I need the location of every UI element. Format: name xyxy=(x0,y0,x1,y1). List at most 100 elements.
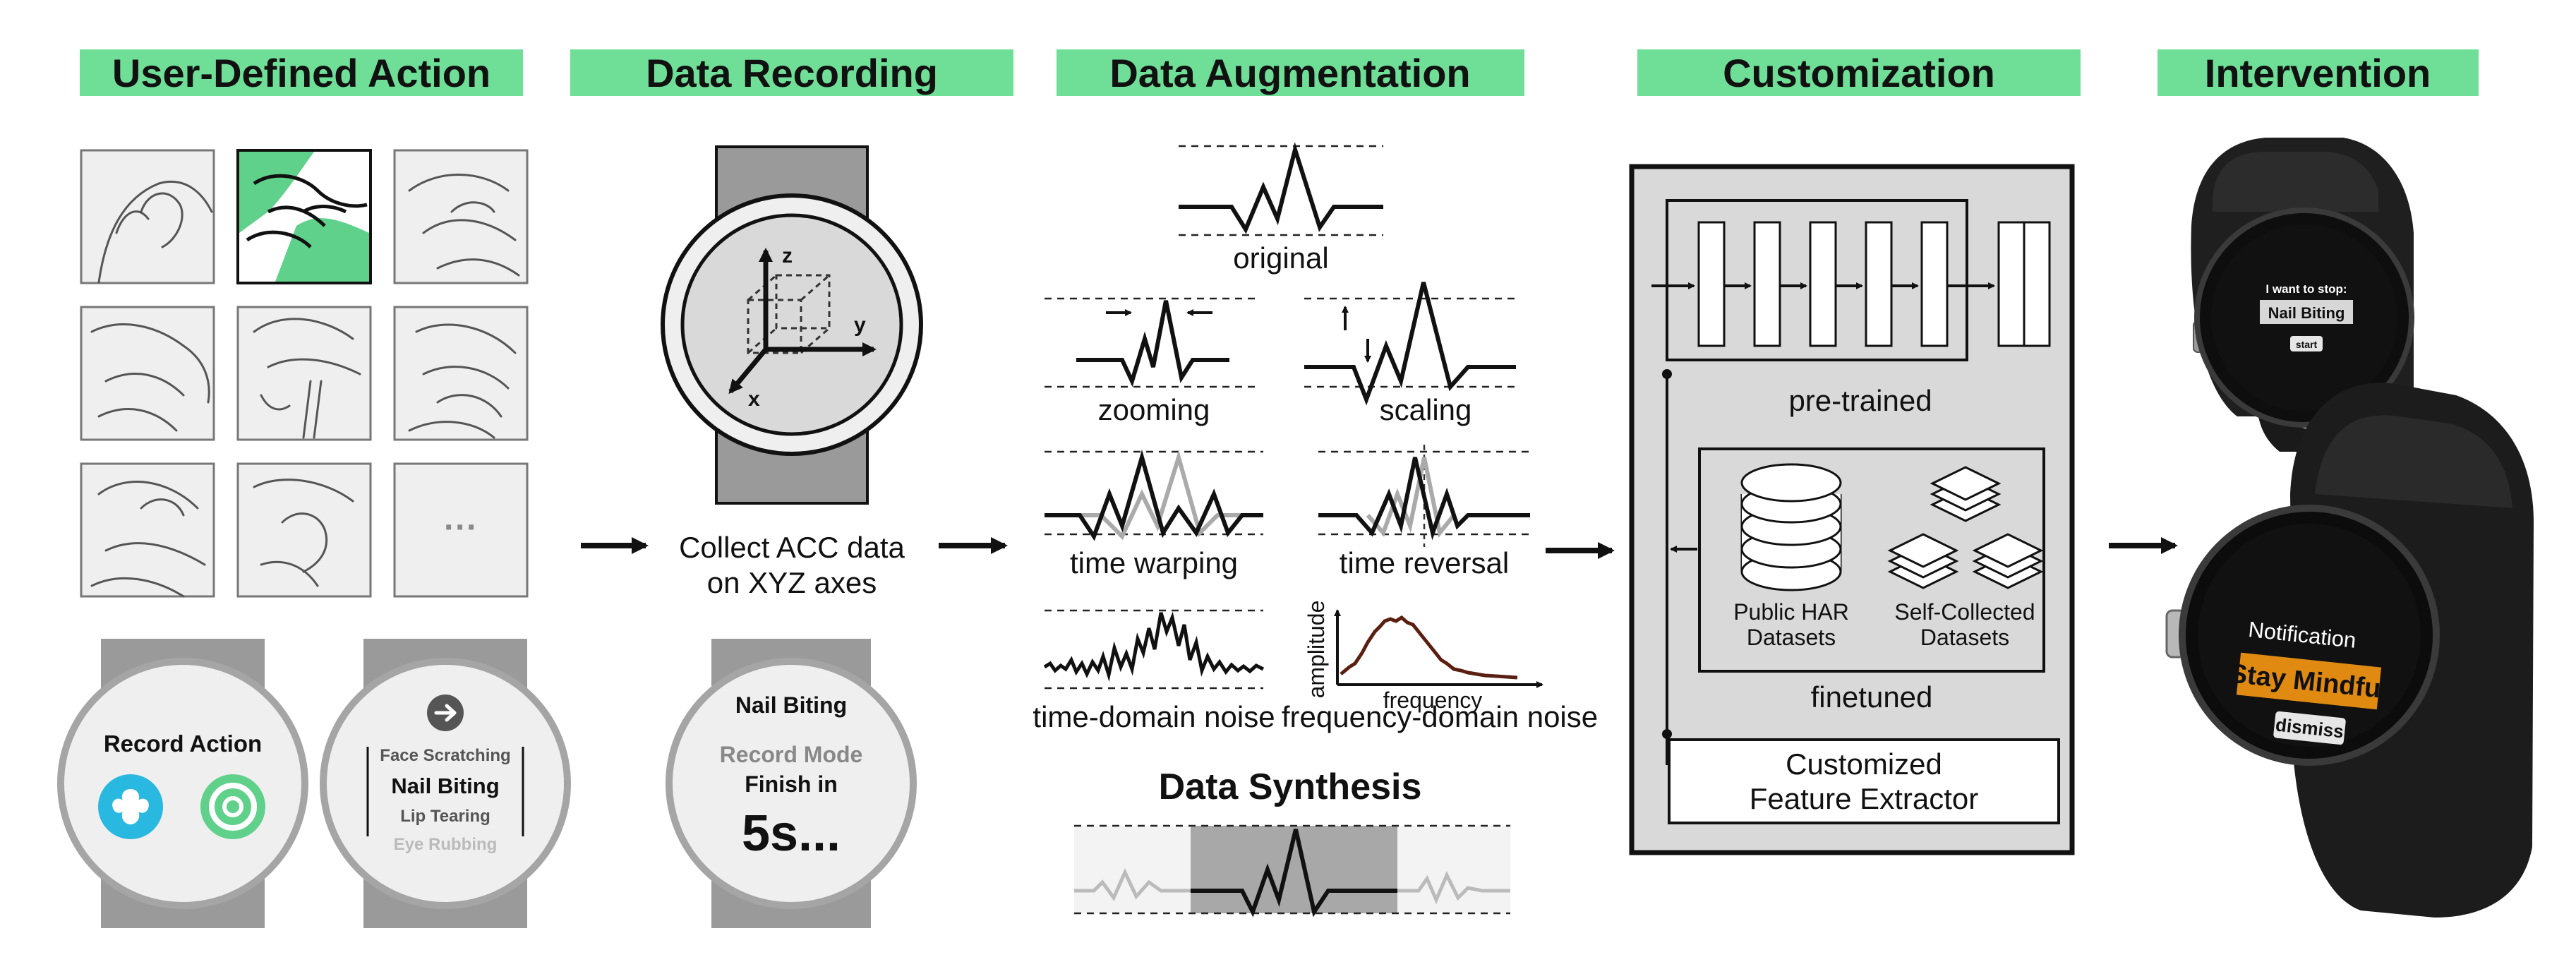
accelerometer-watch: z y x xyxy=(661,145,923,505)
original-label: original xyxy=(1233,241,1328,275)
sketch-tile-8 xyxy=(236,462,372,598)
header-data-recording: Data Recording xyxy=(646,51,938,95)
action-sketch-grid: ··· xyxy=(80,149,529,598)
notification-banner xyxy=(2236,652,2382,710)
finetuned-box xyxy=(1698,447,2045,673)
xyz-axes: z y x xyxy=(728,244,877,411)
flower-icon[interactable] xyxy=(98,774,163,839)
sketch-tile-2-highlighted xyxy=(236,149,372,284)
pretrained-label: pre-trained xyxy=(1788,384,1932,417)
public-datasets-line1: Public HAR xyxy=(1733,599,1849,625)
frequency-axis-label: frequency xyxy=(1383,687,1483,713)
aug-scaling: scaling xyxy=(1304,282,1516,426)
header-bg-intervention xyxy=(2157,49,2479,96)
sketch-tile-1 xyxy=(80,149,215,284)
warped-ghost-signal xyxy=(1045,450,1263,541)
axis-z-label: z xyxy=(782,244,793,267)
collect-caption-line1: Collect ACC data xyxy=(679,531,905,564)
feature-extractor-box xyxy=(1668,738,2060,824)
flow-arrows xyxy=(581,537,2178,559)
header-intervention: Intervention xyxy=(2205,51,2431,95)
small-watch-start-button[interactable] xyxy=(2290,336,2323,351)
aug-time-reversal: time reversal xyxy=(1318,445,1530,579)
public-datasets-line2: Datasets xyxy=(1747,625,1836,650)
sketch-tile-more: ··· xyxy=(393,462,529,598)
countdown-label: 5s... xyxy=(742,805,841,862)
scaling-signal xyxy=(1304,282,1516,406)
self-datasets-line2: Datasets xyxy=(1920,625,2009,650)
aug-zooming: zooming xyxy=(1045,297,1256,426)
reversal-signal xyxy=(1318,457,1530,541)
axis-x-label: x xyxy=(748,387,760,411)
time-noise-signal xyxy=(1043,611,1265,682)
option-eye-rubbing[interactable]: Eye Rubbing xyxy=(394,835,498,854)
record-action-title: Record Action xyxy=(104,730,262,757)
extractor-line2: Feature Extractor xyxy=(1750,782,1978,815)
sketch-tile-3 xyxy=(393,149,529,284)
header-bg-action xyxy=(80,49,523,96)
record-mode-label: Record Mode xyxy=(720,742,863,767)
warped-signal xyxy=(1045,450,1263,541)
self-datasets-line1: Self-Collected xyxy=(1894,599,2035,625)
synthesis-signal xyxy=(1191,829,1397,918)
aug-original: original xyxy=(1179,142,1383,275)
small-watch-start-label: start xyxy=(2296,339,2318,350)
freq-noise-signal xyxy=(1340,615,1518,680)
small-watch-prompt: I want to stop: xyxy=(2265,282,2347,296)
watch-face xyxy=(57,658,308,909)
option-face-scratching[interactable]: Face Scratching xyxy=(380,746,510,765)
freq-noise-label: frequency-domain noise xyxy=(1282,700,1598,733)
extractor-line1: Customized xyxy=(1786,747,1942,781)
scaling-label: scaling xyxy=(1380,393,1472,426)
database-icon xyxy=(1740,463,1842,591)
header-data-augmentation: Data Augmentation xyxy=(1109,51,1470,95)
big-watch: Notification Stay Mindful dismiss xyxy=(2165,383,2534,918)
header-customization: Customization xyxy=(1723,51,1995,95)
small-watch-action: Nail Biting xyxy=(2268,304,2345,322)
network-layers xyxy=(1651,221,2051,347)
more-actions-label: ··· xyxy=(444,509,478,546)
record-action-watch: Record Action xyxy=(57,639,308,928)
pretrained-box xyxy=(1666,199,1968,361)
amplitude-axis-label: amplitude xyxy=(1304,601,1329,699)
customization-panel: pre-trained Public HAR Datasets xyxy=(1629,164,2075,855)
aug-time-domain-noise: time-domain noise xyxy=(1033,609,1275,733)
watch-face xyxy=(320,658,571,909)
dismiss-button[interactable] xyxy=(2273,711,2346,745)
option-lip-tearing[interactable]: Lip Tearing xyxy=(400,807,490,826)
header-user-defined-action: User-Defined Action xyxy=(112,51,490,95)
target-icon[interactable] xyxy=(200,774,265,839)
time-warping-label: time warping xyxy=(1070,546,1238,579)
select-action-watch: Face Scratching Nail Biting Lip Tearing … xyxy=(320,639,571,928)
data-synthesis: Data Synthesis xyxy=(1074,766,1510,918)
record-mode-watch: Nail Biting Record Mode Finish in 5s... xyxy=(666,639,917,928)
option-nail-biting[interactable]: Nail Biting xyxy=(391,774,499,798)
collect-caption-line2: on XYZ axes xyxy=(707,566,877,599)
small-watch: I want to stop: Nail Biting start xyxy=(2191,138,2414,452)
time-reversal-label: time reversal xyxy=(1340,546,1509,579)
arrow-right-icon[interactable] xyxy=(427,695,464,731)
sketch-tile-7 xyxy=(80,462,215,598)
watch-face xyxy=(666,658,917,909)
aug-time-warping: time warping xyxy=(1045,450,1263,579)
sketch-tile-6 xyxy=(393,306,529,441)
aug-frequency-domain-noise: amplitude frequency frequency-domain noi… xyxy=(1282,601,1598,733)
sketch-tile-4 xyxy=(80,306,215,441)
finish-in-label: Finish in xyxy=(745,771,838,797)
header-bg-customization xyxy=(1637,49,2081,96)
sketch-tile-5 xyxy=(236,306,372,441)
record-watch-title: Nail Biting xyxy=(735,692,847,718)
zooming-label: zooming xyxy=(1098,393,1210,426)
finetuned-label: finetuned xyxy=(1811,680,1933,714)
header-bg-augmentation xyxy=(1057,49,1524,96)
original-signal xyxy=(1179,142,1383,234)
time-noise-label: time-domain noise xyxy=(1033,700,1275,733)
axis-y-label: y xyxy=(854,313,866,337)
section-headers: User-Defined Action Data Recording Data … xyxy=(80,49,2479,96)
synthesis-title: Data Synthesis xyxy=(1159,766,1422,807)
stacked-layers-icon xyxy=(1887,466,2044,589)
header-bg-recording xyxy=(570,49,1013,96)
small-watch-action-chip xyxy=(2260,300,2353,324)
zooming-signal xyxy=(1076,300,1229,387)
